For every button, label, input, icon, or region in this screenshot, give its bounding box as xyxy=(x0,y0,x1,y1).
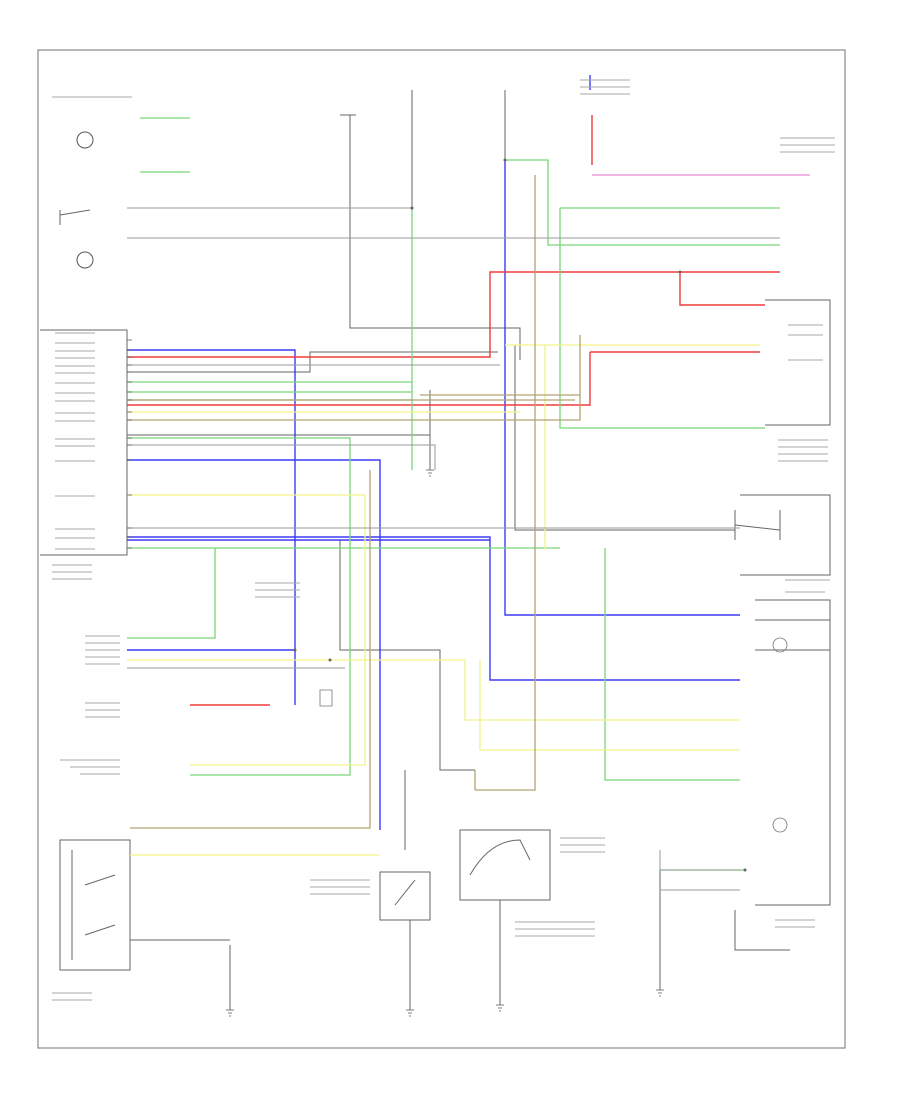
wire-black-top-right-box xyxy=(765,299,831,426)
wire-black-switch-arm xyxy=(394,879,416,906)
wire-blue-cpl-row2 xyxy=(127,459,381,830)
black-wires xyxy=(40,90,831,1010)
wire-yellow-cpl2 xyxy=(127,659,740,721)
wire-black-sensor-arc xyxy=(469,839,531,876)
actuator-lamp-top xyxy=(772,637,788,653)
wire-red-branch xyxy=(679,272,765,306)
wire-yellow-lower-left xyxy=(127,494,366,766)
wire-blue-cpl-row1 xyxy=(127,349,296,705)
wire-green-right-vertical xyxy=(604,548,740,781)
actuator-lamp-bottom xyxy=(772,817,788,833)
wire-black-switch-box xyxy=(379,871,431,921)
wire-black-clutch-sw1 xyxy=(84,874,116,886)
wire-red-main xyxy=(127,271,780,358)
wire-gray-right-actuator xyxy=(659,850,740,891)
indicator-lamp-mid-left xyxy=(76,251,94,269)
gray-wires xyxy=(127,207,780,891)
components xyxy=(76,131,788,1017)
wire-black-main-vertical xyxy=(349,115,521,360)
indicator-lamp-top-left xyxy=(76,131,94,149)
wire-black-top-left-switch xyxy=(59,209,91,225)
wire-black-clutch-box xyxy=(740,494,831,576)
wire-black-connector-box xyxy=(40,329,128,556)
wire-green-mid-row xyxy=(505,159,780,246)
yellow-wires xyxy=(127,344,760,856)
wire-red-right-row xyxy=(127,351,760,406)
connector-pins-left xyxy=(127,339,132,549)
wire-black-cpl-to-ground xyxy=(127,434,431,470)
ground-symbols xyxy=(226,469,664,1017)
wire-green-relay xyxy=(127,548,216,639)
green-wires xyxy=(127,117,780,871)
wire-black-cpl-row xyxy=(127,351,498,373)
wire-blue-long-bottom xyxy=(127,536,740,681)
blue-wires xyxy=(127,75,740,830)
wire-blue-vertical-mid xyxy=(504,160,740,616)
wire-olive-bottom xyxy=(130,470,371,829)
wire-black-clutch-box-left xyxy=(59,839,131,971)
wire-black-diag-main xyxy=(339,540,475,771)
wire-gray-cpl xyxy=(127,444,436,470)
wire-black-clutch-sw xyxy=(734,510,781,540)
wire-yellow-right xyxy=(479,660,740,751)
label-marks xyxy=(52,79,835,1001)
wire-green-long-down xyxy=(559,208,765,429)
red-wires xyxy=(127,115,780,706)
splice-dots xyxy=(293,158,747,872)
wire-olive-cpl xyxy=(127,335,581,421)
wire-black-right-ground2 xyxy=(734,910,790,951)
wire-green-stack xyxy=(127,391,412,401)
olive-wires xyxy=(127,175,581,829)
diagram-frame xyxy=(37,49,846,1049)
wire-black-actuator-box xyxy=(755,599,831,906)
relay-symbol xyxy=(319,689,333,707)
wire-black-clutch-sw2 xyxy=(84,924,116,936)
wire-green-cpl-lower xyxy=(127,437,351,776)
wire-black-right-stack xyxy=(514,345,735,531)
wire-olive-vertical xyxy=(475,175,536,791)
wire-black-sensor-box xyxy=(459,829,551,901)
